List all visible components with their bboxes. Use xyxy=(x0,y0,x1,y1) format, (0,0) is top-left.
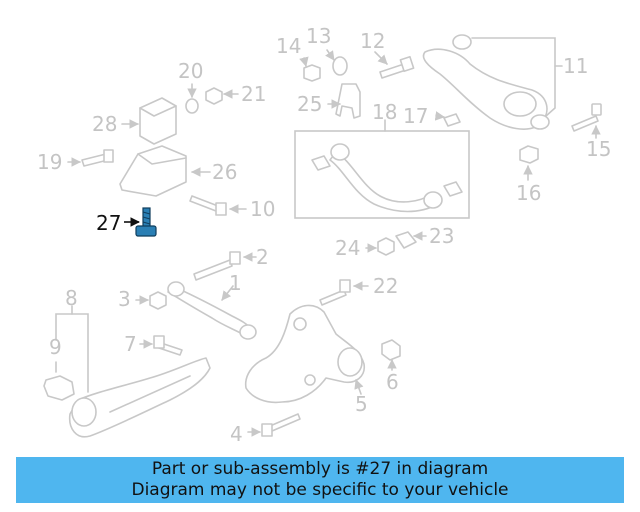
trailing-arm xyxy=(68,357,211,438)
label-21: 21 xyxy=(241,82,266,106)
label-23: 23 xyxy=(429,224,454,248)
part-6-bushing xyxy=(381,339,401,371)
label-8: 8 xyxy=(65,286,78,310)
label-24: 24 xyxy=(335,236,360,260)
label-14: 14 xyxy=(276,34,301,58)
part-11-upper-arm xyxy=(422,34,563,130)
part-5-knuckle xyxy=(244,304,366,404)
label-19: 19 xyxy=(37,150,62,174)
label-7: 7 xyxy=(124,332,137,356)
label-10: 10 xyxy=(250,197,275,221)
label-20: 20 xyxy=(178,59,203,83)
part-2-bolt xyxy=(193,251,257,281)
part-14-nut xyxy=(299,56,321,82)
label-11: 11 xyxy=(563,54,588,78)
label-28: 28 xyxy=(92,112,117,136)
part-24-nut xyxy=(365,237,395,256)
label-13: 13 xyxy=(306,24,331,48)
part-18-lateral-link-box xyxy=(294,119,470,219)
part-23-plate xyxy=(395,231,427,249)
banner-line-2: Diagram may not be specific to your vehi… xyxy=(131,480,509,500)
label-2: 2 xyxy=(256,245,269,269)
label-25: 25 xyxy=(297,92,322,116)
part-17-bolt xyxy=(434,111,461,127)
label-17: 17 xyxy=(403,104,428,128)
label-12: 12 xyxy=(360,29,385,53)
part-7-bolt xyxy=(139,335,183,356)
label-1: 1 xyxy=(229,271,242,295)
part-19-bolt xyxy=(67,149,114,167)
part-4-bolt xyxy=(247,413,301,437)
part-8-9-bracket-lines xyxy=(55,305,89,393)
part-22-bolt xyxy=(319,279,369,306)
label-22: 22 xyxy=(373,274,398,298)
part-3-nut xyxy=(135,291,167,310)
label-9: 9 xyxy=(49,335,62,359)
part-25-bracket xyxy=(327,83,361,119)
label-4: 4 xyxy=(230,422,243,446)
label-27-highlighted: 27 xyxy=(96,211,121,235)
label-26: 26 xyxy=(212,160,237,184)
part-12-bolt xyxy=(374,51,415,79)
part-9-cap xyxy=(43,375,75,401)
part-21-nut xyxy=(205,87,239,105)
info-banner: Part or sub-assembly is #27 in diagram D… xyxy=(16,457,624,503)
label-6: 6 xyxy=(386,370,399,394)
banner-line-1: Part or sub-assembly is #27 in diagram xyxy=(151,459,489,479)
part-27-bolt-highlighted[interactable] xyxy=(124,207,157,237)
part-26-mount xyxy=(119,145,211,197)
part-13-washer xyxy=(325,49,348,76)
part-10-bolt xyxy=(189,195,247,216)
label-3: 3 xyxy=(118,287,131,311)
part-28-mount xyxy=(121,97,177,145)
label-16: 16 xyxy=(516,181,541,205)
part-20-washer xyxy=(185,83,199,114)
label-18: 18 xyxy=(372,100,397,124)
part-15-bolt xyxy=(571,103,602,139)
part-16-bushing xyxy=(519,145,539,181)
label-15: 15 xyxy=(586,137,611,161)
part-1-link xyxy=(167,281,257,340)
label-5: 5 xyxy=(355,392,368,416)
